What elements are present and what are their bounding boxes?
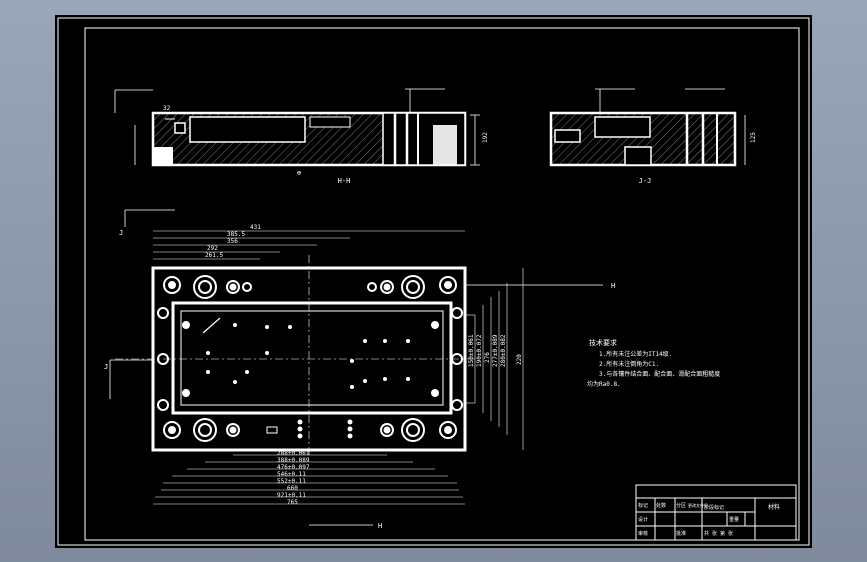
section-hh-label: H-H — [338, 177, 351, 185]
cut-line-h — [309, 284, 603, 526]
section-hh-view — [114, 88, 480, 167]
section-hh-dim-right: 192 — [482, 132, 489, 143]
inner-frame — [84, 27, 800, 541]
drawing-canvas: ⊕ H-H 192 32 J-J 125 — [57, 17, 810, 546]
cut-line-j — [109, 209, 175, 399]
notes-title: 技术要求 — [589, 338, 617, 347]
title-block-review: 审核 — [638, 530, 648, 537]
notes-item-1: 1.所有未注公差为IT14级. — [599, 350, 672, 358]
title-block-sheet: 共 张 第 张 — [704, 530, 733, 537]
plan-view — [115, 255, 475, 455]
marker-j-top: J — [119, 229, 123, 237]
dim-right-4: 277±0.089 — [492, 334, 499, 367]
title-block-row-2: 处数 — [656, 502, 666, 509]
dim-lines-top — [153, 230, 465, 260]
dim-top-1: 385.5 — [227, 231, 245, 238]
marker-h-bottom: H — [378, 522, 382, 530]
title-block-row-4: 更改文件号 — [688, 502, 708, 508]
marker-j-bottom: J — [104, 363, 108, 371]
dim-right-1: 150±0.061 — [468, 334, 475, 367]
notes-item-4: 均为Ra0.8. — [587, 380, 621, 388]
section-hh-ref: ⊕ — [297, 169, 302, 177]
section-jj-label: J-J — [639, 177, 652, 185]
section-hh-dim-small: 32 — [163, 105, 171, 112]
cad-viewport[interactable]: ⊕ H-H 192 32 J-J 125 — [55, 15, 812, 548]
dim-top-4: 261.5 — [205, 252, 223, 259]
dim-lines-right — [465, 268, 524, 450]
title-block-approve: 批准 — [676, 530, 686, 537]
dim-right-2: 190±0.072 — [476, 334, 483, 367]
dim-bottom-5: 552±0.11 — [277, 478, 306, 485]
title-block-stage: 阶段标记 — [704, 504, 724, 511]
notes-item-3: 3.与各镶件结合面、配合面、滑配合面粗糙度 — [599, 370, 720, 378]
dim-bottom-1: 288±0.061 — [277, 450, 310, 457]
title-block — [635, 484, 797, 541]
dim-top-overall: 431 — [250, 224, 261, 231]
title-block-weight: 重量 — [729, 516, 739, 523]
title-block-row-3: 分区 — [676, 502, 686, 509]
dim-right-3: 276 — [484, 352, 491, 363]
dim-top-3: 292 — [207, 245, 218, 252]
title-block-project: 材料 — [768, 503, 780, 511]
dim-bottom-8: 765 — [287, 499, 298, 506]
dim-right-5: 280±0.082 — [500, 334, 507, 367]
section-jj-dim-right: 125 — [750, 132, 757, 143]
section-jj-view — [549, 88, 746, 167]
dim-bottom-4: 546±0.11 — [277, 471, 306, 478]
dim-bottom-3: 476±0.097 — [277, 464, 310, 471]
dim-right-6: 220 — [516, 354, 523, 365]
marker-h-right: H — [611, 282, 615, 290]
dim-lines-bottom — [153, 454, 465, 505]
title-block-row-1: 标记 — [638, 502, 648, 509]
outer-frame — [57, 17, 810, 546]
dim-bottom-6: 660 — [287, 485, 298, 492]
notes-item-2: 2.所有未注倒角为C1. — [599, 360, 659, 368]
dim-top-2: 356 — [227, 238, 238, 245]
title-block-design: 设计 — [638, 516, 648, 523]
dim-bottom-2: 388±0.089 — [277, 457, 310, 464]
dim-bottom-7: 921±0.11 — [277, 492, 306, 499]
